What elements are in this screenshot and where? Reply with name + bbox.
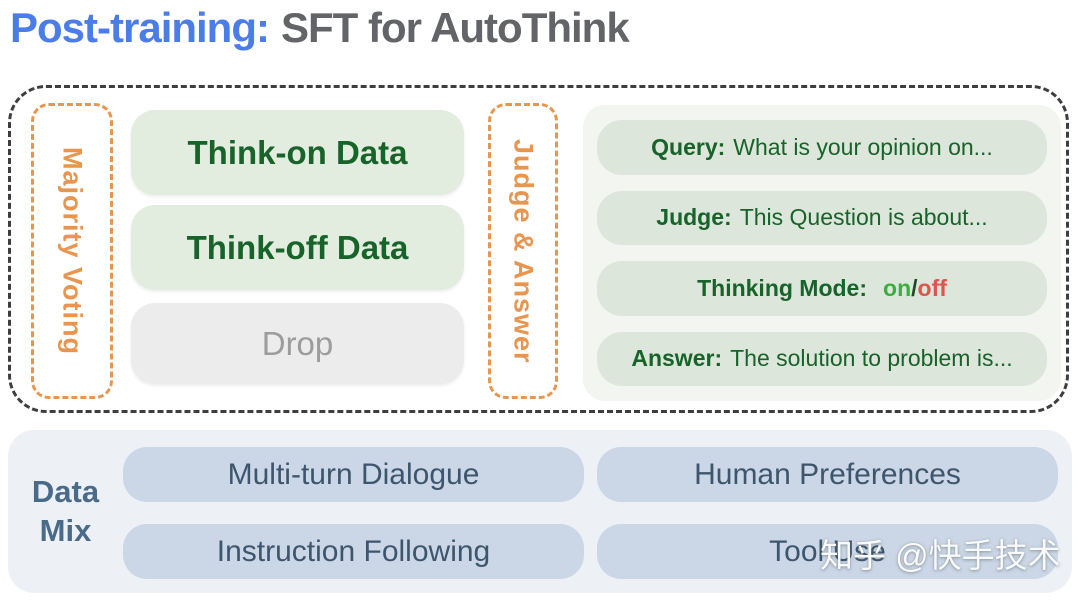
thinking-mode-off: off — [917, 274, 947, 301]
think-off-data-label: Think-off Data — [186, 228, 409, 266]
thinking-mode-on: on — [883, 274, 912, 301]
data-mix-label-line2: Mix — [39, 512, 92, 548]
data-mix-item-multi-turn-dialogue: Multi-turn Dialogue — [123, 447, 584, 502]
page-title: Post-training:SFT for AutoThink — [10, 4, 630, 52]
query-row: Query: What is your opinion on... — [597, 120, 1047, 175]
data-mix-item-tool-use: Tool Use — [597, 524, 1058, 579]
judge-text: This Question is about... — [739, 204, 988, 231]
title-prefix: Post-training: — [10, 4, 270, 51]
data-mix-panel: Data Mix Multi-turn Dialogue Human Prefe… — [8, 430, 1072, 593]
judge-answer-box: Judge & Answer — [488, 103, 558, 399]
query-text: What is your opinion on... — [733, 133, 993, 160]
data-mix-label: Data Mix — [8, 430, 123, 593]
judge-row: Judge: This Question is about... — [597, 190, 1047, 245]
thinking-mode-slash: / — [911, 274, 918, 301]
data-mix-item-human-preferences: Human Preferences — [597, 447, 1058, 502]
data-mix-item-instruction-following: Instruction Following — [123, 524, 584, 579]
examples-panel: Query: What is your opinion on... Judge:… — [583, 105, 1061, 401]
think-off-data-box: Think-off Data — [131, 205, 464, 290]
majority-voting-label: Majority Voting — [57, 147, 88, 355]
answer-row: Answer: The solution to problem is... — [597, 331, 1047, 386]
majority-voting-box: Majority Voting — [31, 103, 113, 399]
query-label: Query: — [651, 133, 726, 160]
title-main: SFT for AutoThink — [280, 4, 630, 51]
thinking-mode-row: Thinking Mode: on / off — [597, 261, 1047, 316]
sft-pipeline-panel: Majority Voting Think-on Data Think-off … — [8, 85, 1069, 413]
think-on-data-label: Think-on Data — [187, 133, 408, 171]
drop-label: Drop — [261, 324, 334, 362]
judge-label: Judge: — [656, 204, 732, 231]
data-mix-grid: Multi-turn Dialogue Human Preferences In… — [123, 447, 1058, 579]
thinking-mode-label: Thinking Mode: — [697, 274, 868, 301]
data-mix-label-line1: Data — [31, 473, 100, 509]
zhihu-watermark: 知乎 @快手技术 — [820, 537, 1061, 574]
answer-label: Answer: — [631, 345, 723, 372]
answer-text: The solution to problem is... — [730, 345, 1013, 372]
drop-box: Drop — [131, 303, 464, 384]
think-on-data-box: Think-on Data — [131, 110, 464, 195]
judge-answer-label: Judge & Answer — [508, 138, 539, 364]
